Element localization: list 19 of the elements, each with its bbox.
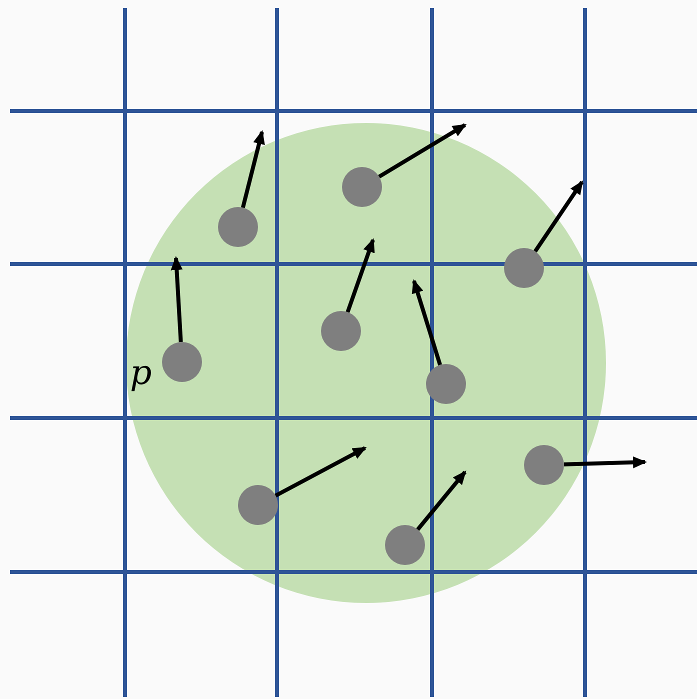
velocity-arrow [240,130,265,208]
velocity-arrow [274,446,367,498]
velocity-arrow [346,238,375,313]
velocity-arrow [378,123,467,178]
particle-dot [524,445,564,485]
particle-dot [162,342,202,382]
velocity-arrow [416,470,467,531]
particle-dot [342,167,382,207]
particle-label: p [130,353,152,393]
particle-dot [426,364,466,404]
particle-dot [321,311,361,351]
velocity-arrow [170,256,183,342]
particle-dot [504,248,544,288]
velocity-arrow [534,180,584,253]
velocity-arrow [412,279,442,366]
particle-dot [385,525,425,565]
velocity-arrow [564,456,647,468]
particle-dot [238,485,278,525]
particle-dot [218,207,258,247]
